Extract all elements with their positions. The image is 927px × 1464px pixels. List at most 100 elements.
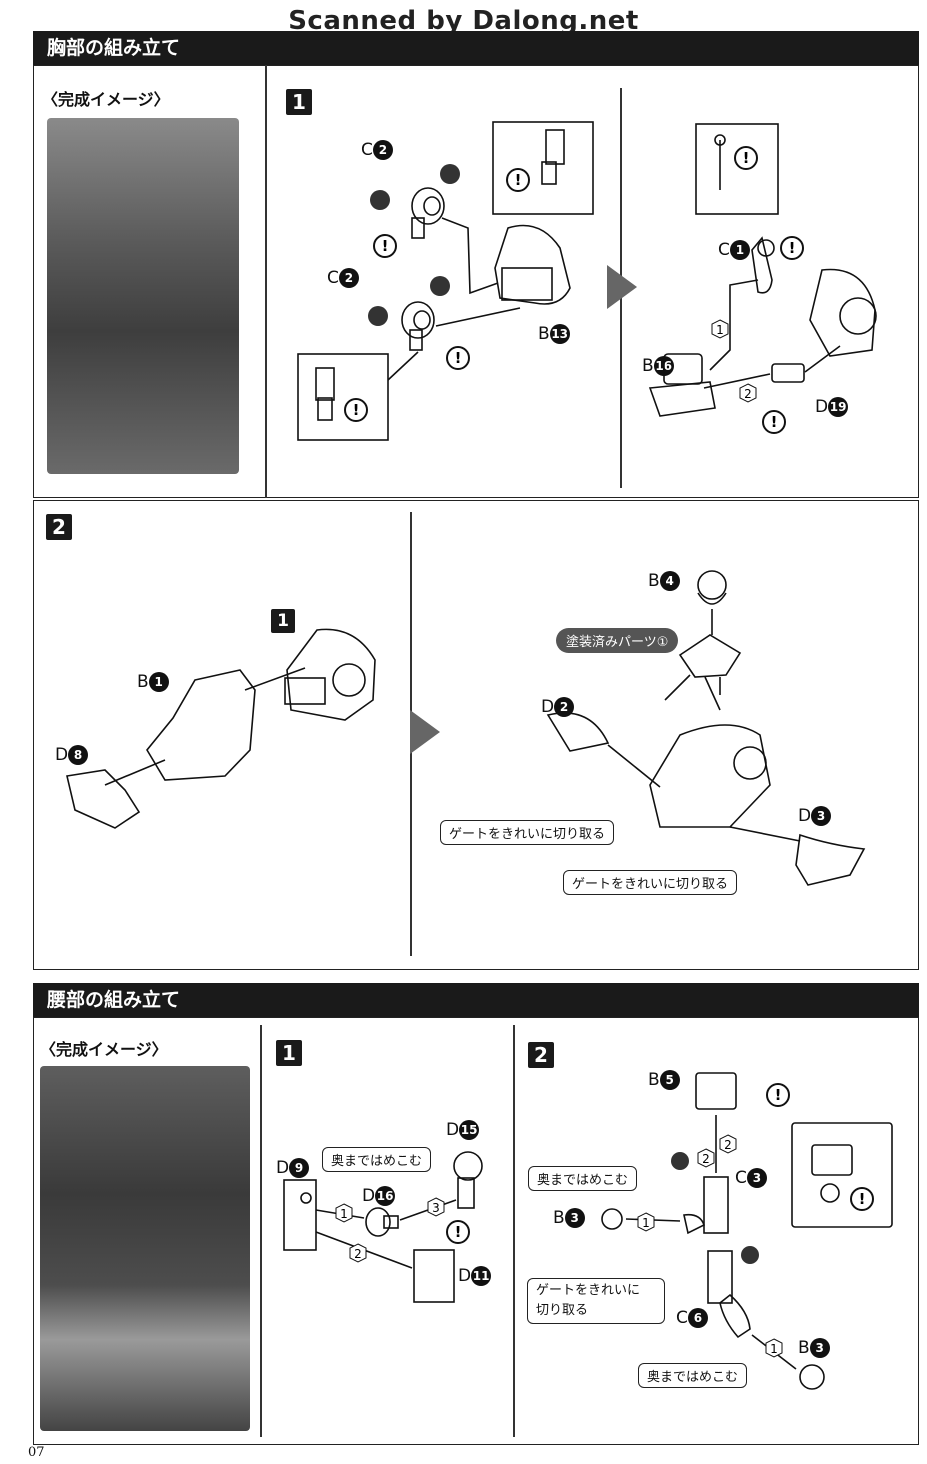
chest-section-title: 胸部の組み立て bbox=[33, 31, 919, 65]
nipper-icon bbox=[368, 306, 388, 326]
part-sketch bbox=[820, 1183, 840, 1203]
shoulder-armor-sketch bbox=[66, 769, 141, 829]
warning-icon bbox=[734, 146, 758, 170]
chest-step2-left-diagram bbox=[66, 628, 376, 829]
ball-socket-sketch bbox=[799, 1364, 825, 1390]
order-hexagon bbox=[349, 1243, 367, 1263]
joint-part-sketch bbox=[411, 187, 445, 225]
assembled-torso-sketch bbox=[286, 628, 376, 721]
frame-part-sketch bbox=[283, 1179, 317, 1251]
chest-completed-photo bbox=[47, 118, 239, 474]
warning-icon bbox=[446, 346, 470, 370]
detail-callout-box bbox=[297, 353, 389, 441]
arm-part-sketch bbox=[683, 1213, 705, 1235]
ball-part-sketch bbox=[453, 1151, 483, 1181]
waist-step1-diagram: 1 2 3 ! bbox=[283, 1151, 483, 1303]
nipper-icon bbox=[370, 190, 390, 210]
warning-icon-glyph: ! bbox=[353, 401, 360, 419]
warning-icon bbox=[766, 1083, 790, 1107]
ball-socket-sketch bbox=[601, 1208, 623, 1230]
warning-icon-glyph: ! bbox=[455, 349, 462, 367]
clip-part-sketch bbox=[771, 363, 805, 383]
part-sketch bbox=[541, 161, 557, 185]
joint-part-sketch bbox=[409, 329, 423, 351]
order-number: 3 bbox=[432, 1201, 440, 1215]
nipper-icon bbox=[671, 1152, 689, 1170]
assembled-torso-sketch bbox=[284, 677, 326, 705]
chest-body-part-sketch bbox=[649, 724, 771, 828]
completed-image-title: 〈完成イメージ〉 bbox=[40, 1040, 168, 1059]
chest-body-part-sketch bbox=[839, 297, 877, 335]
part-sketch bbox=[317, 397, 333, 421]
block-part-sketch bbox=[695, 1072, 737, 1110]
gem-part-sketch bbox=[697, 592, 727, 605]
painted-parts-label: 塗装済みパーツ① bbox=[556, 628, 679, 653]
order-hexagon bbox=[697, 1148, 715, 1168]
order-number: 2 bbox=[702, 1152, 710, 1166]
joint-part-sketch bbox=[413, 310, 431, 330]
warning-icon bbox=[850, 1187, 874, 1211]
step-number-1: 1 bbox=[276, 1040, 302, 1066]
part-sketch bbox=[315, 367, 335, 401]
assembly-line bbox=[804, 345, 841, 373]
warning-icon-glyph: ! bbox=[515, 171, 522, 189]
warning-icon bbox=[780, 236, 804, 260]
arm-part-sketch bbox=[703, 1176, 729, 1234]
armor-part-sketch bbox=[146, 669, 256, 781]
joint-part-sketch bbox=[365, 1207, 391, 1237]
warning-icon-glyph: ! bbox=[382, 237, 389, 255]
arm-part-sketch bbox=[707, 1250, 733, 1304]
painted-ornament-sketch bbox=[664, 674, 691, 701]
warning-icon bbox=[446, 1220, 470, 1244]
warning-icon bbox=[344, 398, 368, 422]
assembly-line bbox=[607, 744, 661, 788]
order-hexagon bbox=[739, 383, 757, 403]
gem-part-sketch bbox=[697, 570, 727, 600]
assembly-line bbox=[703, 373, 771, 389]
nipper-icon bbox=[430, 276, 450, 296]
ball-part-sketch bbox=[457, 1177, 475, 1209]
order-number: 2 bbox=[354, 1247, 362, 1261]
next-arrow-icon bbox=[607, 265, 637, 309]
push-in-callout: 奥まではめこむ bbox=[322, 1147, 432, 1172]
chest-step1-left-diagram: ! ! ! ! bbox=[297, 121, 594, 441]
next-arrow-icon bbox=[410, 710, 440, 754]
order-hexagon bbox=[765, 1338, 783, 1358]
warning-icon-glyph: ! bbox=[771, 413, 778, 431]
stand-part-sketch bbox=[413, 1249, 455, 1303]
joint-part-sketch bbox=[383, 1215, 399, 1229]
order-number: 1 bbox=[716, 323, 724, 337]
waist-step2-diagram: 1 2 2 1 ! ! bbox=[601, 1072, 893, 1390]
divider bbox=[265, 65, 267, 498]
push-in-callout: 奥まではめこむ bbox=[638, 1363, 748, 1388]
assembly-line bbox=[387, 351, 419, 381]
side-armor-sketch bbox=[546, 712, 610, 752]
warning-icon-glyph: ! bbox=[455, 1223, 462, 1241]
warning-icon bbox=[506, 168, 530, 192]
part-sketch bbox=[811, 1144, 853, 1176]
part-sketch bbox=[714, 134, 726, 146]
joint-part-sketch bbox=[401, 301, 435, 339]
order-number: 1 bbox=[340, 1207, 348, 1221]
detail-callout-box bbox=[492, 121, 594, 215]
warning-icon-glyph: ! bbox=[859, 1190, 866, 1208]
order-number: 1 bbox=[770, 1342, 778, 1356]
step-number-2: 2 bbox=[46, 514, 72, 540]
order-number: 2 bbox=[724, 1138, 732, 1152]
order-number: 1 bbox=[642, 1216, 650, 1230]
waist-section-title: 腰部の組み立て bbox=[33, 983, 919, 1017]
order-number: 2 bbox=[744, 387, 752, 401]
part-sketch bbox=[545, 129, 565, 165]
